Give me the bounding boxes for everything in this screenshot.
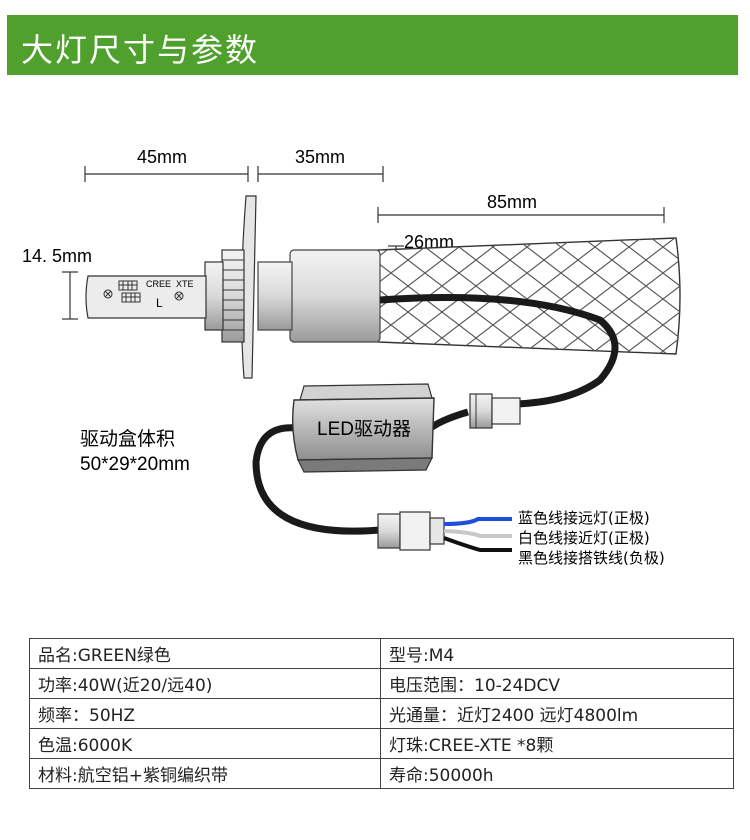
dimension-35mm-label: 35mm — [295, 147, 345, 167]
table-row: 频率：50HZ 光通量：近灯2400 远灯4800lm — [29, 698, 734, 729]
wire-black — [443, 536, 512, 552]
spec-name: 品名:GREEN绿色 — [29, 638, 381, 669]
driver-box — [291, 383, 435, 473]
spec-voltage: 电压范围：10-24DCV — [380, 668, 734, 699]
headlight-diagram: 45mm 35mm 85mm 26mm 14. 5mm — [22, 147, 681, 567]
connector-bottom — [377, 511, 445, 551]
table-row: 功率:40W(近20/远40) 电压范围：10-24DCV — [29, 668, 734, 699]
spec-color-temp: 色温:6000K — [29, 728, 381, 759]
led-chip-icon — [118, 280, 141, 303]
dimension-14-5mm-label: 14. 5mm — [22, 246, 92, 266]
wire-blue-label: 蓝色线接远灯(正极) — [518, 509, 650, 527]
spec-model: 型号:M4 — [380, 638, 734, 669]
table-row: 品名:GREEN绿色 型号:M4 — [29, 638, 734, 669]
collar-ring — [257, 261, 293, 331]
chip-side: L — [156, 296, 163, 310]
dimension-14-5mm — [62, 271, 78, 320]
gear-teeth — [222, 259, 244, 331]
gear-ring — [221, 249, 245, 343]
chip-model: XTE — [176, 279, 194, 289]
spec-luminous-flux: 光通量：近灯2400 远灯4800lm — [380, 698, 734, 729]
driver-volume-value: 50*29*20mm — [80, 454, 190, 475]
spec-lifespan: 寿命:50000h — [380, 758, 734, 789]
wire-blue — [443, 517, 512, 526]
spec-frequency: 频率：50HZ — [29, 698, 381, 729]
spec-table: 品名:GREEN绿色 型号:M4 功率:40W(近20/远40) 电压范围：10… — [29, 638, 734, 789]
driver-input-cable — [252, 424, 381, 535]
driver-volume-title: 驱动盒体积 — [80, 428, 175, 450]
dimension-85mm — [377, 207, 665, 223]
screw-icon — [103, 289, 184, 301]
bulb-collar — [289, 249, 381, 343]
heatsink-cable — [379, 294, 619, 408]
chip-brand: CREE — [146, 279, 171, 289]
spec-power: 功率:40W(近20/远40) — [29, 668, 381, 699]
connector-top — [469, 393, 521, 429]
table-row: 材料:航空铝+紫铜编织带 寿命:50000h — [29, 758, 734, 789]
spec-material: 材料:航空铝+紫铜编织带 — [29, 758, 381, 789]
spec-led-chips: 灯珠:CREE-XTE *8颗 — [380, 728, 734, 759]
page-title: 大灯尺寸与参数 — [21, 31, 260, 69]
dimension-45mm — [84, 166, 249, 182]
dimension-45mm-label: 45mm — [137, 147, 187, 167]
led-chip-board — [85, 275, 207, 319]
wire-white — [443, 529, 512, 538]
wire-black-label: 黑色线接搭铁线(负极) — [518, 549, 665, 567]
table-row: 色温:6000K 灯珠:CREE-XTE *8颗 — [29, 728, 734, 759]
dimension-85mm-label: 85mm — [487, 192, 537, 212]
wire-white-label: 白色线接近灯(正极) — [518, 529, 650, 547]
driver-box-label: LED驱动器 — [317, 418, 411, 440]
base-neck — [204, 261, 224, 331]
dimension-35mm — [257, 166, 384, 182]
title-banner: 大灯尺寸与参数 — [7, 15, 738, 75]
